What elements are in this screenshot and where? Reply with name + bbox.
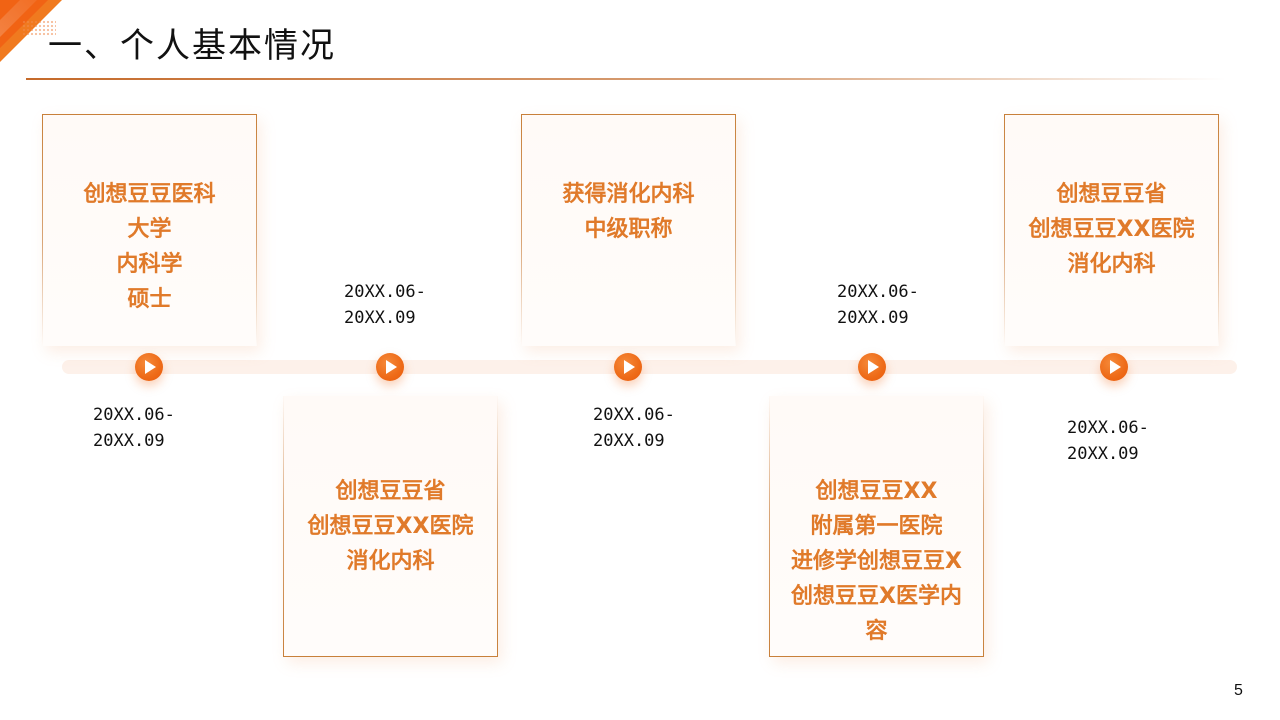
title-underline [26,78,1226,80]
timeline-marker-4[interactable] [858,353,886,381]
timeline-date-2: 20XX.06- 20XX.09 [344,282,426,328]
corner-decoration [0,0,80,80]
timeline-card-4: 创想豆豆XX 附属第一医院 进修学创想豆豆X 创想豆豆X医学内 容 [769,396,984,657]
card-text: 创想豆豆医科 大学 内科学 硕士 [83,182,216,312]
halftone-dots [22,20,56,36]
timeline-marker-2[interactable] [376,353,404,381]
card-text: 创想豆豆省 创想豆豆XX医院 消化内科 [1028,182,1195,277]
page-number: 5 [1234,682,1243,699]
card-text: 创想豆豆省 创想豆豆XX医院 消化内科 [307,478,474,574]
timeline-marker-3[interactable] [614,353,642,381]
play-icon [145,360,156,374]
card-text: 获得消化内科 中级职称 [562,182,695,242]
timeline-card-5: 创想豆豆省 创想豆豆XX医院 消化内科 [1004,114,1219,346]
timeline-date-1: 20XX.06- 20XX.09 [93,405,175,451]
timeline-card-1: 创想豆豆医科 大学 内科学 硕士 [42,114,257,346]
play-icon [624,360,635,374]
page-title: 一、个人基本情况 [48,26,336,66]
timeline-track [62,360,1237,374]
timeline-date-5: 20XX.06- 20XX.09 [1067,418,1149,464]
timeline-marker-5[interactable] [1100,353,1128,381]
timeline-card-2: 创想豆豆省 创想豆豆XX医院 消化内科 [283,396,498,657]
card-text: 创想豆豆XX 附属第一医院 进修学创想豆豆X 创想豆豆X医学内 容 [791,478,962,644]
timeline-marker-1[interactable] [135,353,163,381]
play-icon [1110,360,1121,374]
play-icon [386,360,397,374]
timeline-date-4: 20XX.06- 20XX.09 [837,282,919,328]
timeline-date-3: 20XX.06- 20XX.09 [593,405,675,451]
timeline-card-3: 获得消化内科 中级职称 [521,114,736,346]
play-icon [868,360,879,374]
